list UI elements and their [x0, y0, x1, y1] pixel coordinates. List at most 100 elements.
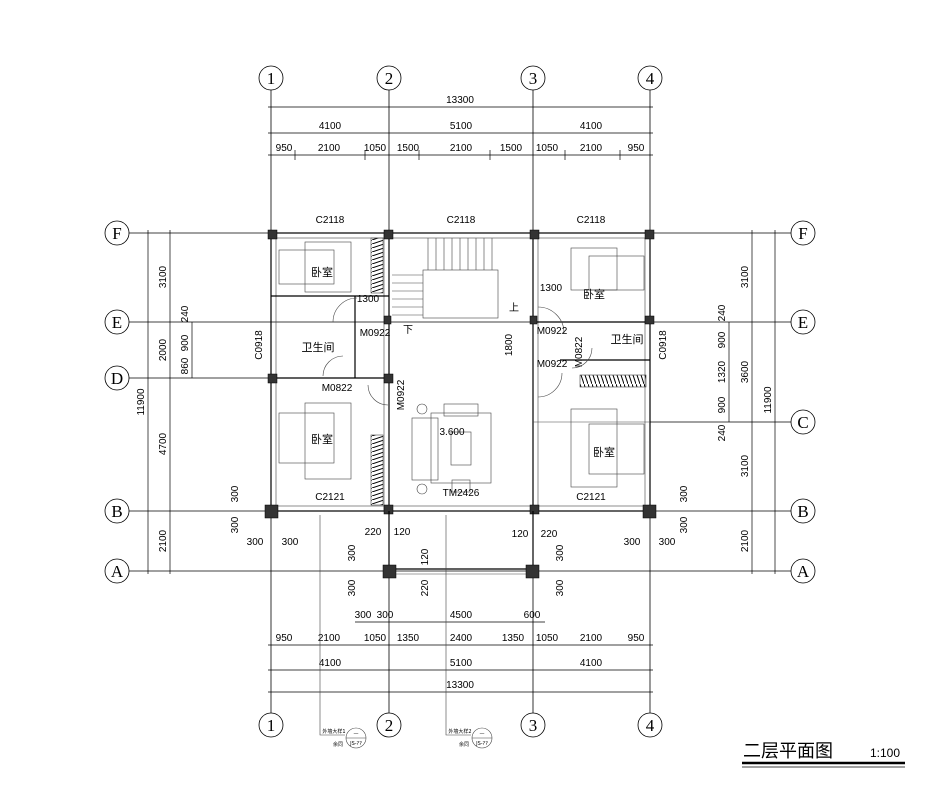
svg-text:220: 220: [420, 579, 431, 596]
svg-text:300: 300: [347, 579, 358, 596]
svg-text:外墙大样2: 外墙大样2: [448, 728, 471, 735]
walls: [264, 229, 657, 579]
axis-bubble-2-top: 2: [376, 65, 402, 91]
svg-text:220: 220: [365, 527, 382, 538]
svg-text:C0918: C0918: [254, 330, 265, 360]
svg-text:1320: 1320: [717, 360, 728, 383]
svg-text:1050: 1050: [536, 143, 559, 154]
svg-text:1800: 1800: [504, 333, 515, 356]
bed-bottom-left: [278, 402, 352, 480]
bed-bottom-right: [570, 408, 645, 488]
svg-text:240: 240: [717, 304, 728, 321]
svg-text:JS-??: JS-??: [475, 741, 488, 747]
svg-text:300: 300: [659, 537, 676, 548]
svg-text:1500: 1500: [397, 143, 420, 154]
svg-text:1050: 1050: [536, 633, 559, 644]
axis-bubble-B-left: B: [104, 498, 130, 524]
svg-text:3600: 3600: [740, 360, 751, 383]
svg-text:300: 300: [230, 516, 241, 533]
room-bedroom-3: 卧室: [583, 287, 605, 301]
svg-text:E: E: [112, 313, 122, 332]
svg-text:C0918: C0918: [658, 330, 669, 360]
svg-text:3100: 3100: [158, 265, 169, 288]
svg-text:13300: 13300: [446, 680, 474, 691]
svg-text:4100: 4100: [319, 121, 342, 132]
axis-bubble-1-top: 1: [258, 65, 284, 91]
svg-text:1:100: 1:100: [870, 746, 900, 760]
room-labels: 卧室 卧室 卧室 卧室 卫生间 卫生间: [302, 265, 644, 459]
svg-text:300: 300: [555, 579, 566, 596]
svg-text:M0822: M0822: [574, 336, 585, 367]
svg-text:2100: 2100: [580, 633, 603, 644]
svg-text:—: —: [480, 731, 485, 737]
svg-text:二层平面图: 二层平面图: [743, 741, 833, 762]
svg-text:M0922: M0922: [396, 379, 407, 410]
elevation-mark: 3.600: [439, 427, 464, 438]
svg-text:1350: 1350: [502, 633, 525, 644]
svg-text:120: 120: [394, 527, 411, 538]
svg-text:4: 4: [646, 716, 655, 735]
svg-text:2000: 2000: [158, 338, 169, 361]
svg-text:A: A: [797, 562, 810, 581]
svg-text:3100: 3100: [740, 265, 751, 288]
right-dimensions: 3100 3600 3100 2100 11900 240 900 1320 9…: [717, 230, 776, 574]
svg-text:下: 下: [403, 325, 413, 336]
axis-bubbles: 1 2 3 4 1 2 3 4 F E D B A F E C B A: [104, 65, 816, 738]
wardrobes: [370, 237, 647, 506]
svg-text:300: 300: [377, 610, 394, 621]
svg-text:950: 950: [628, 633, 645, 644]
svg-text:2: 2: [385, 69, 394, 88]
axis-bubble-B-right: B: [790, 498, 816, 524]
svg-text:300: 300: [679, 485, 690, 502]
svg-text:3100: 3100: [740, 454, 751, 477]
svg-text:220: 220: [541, 529, 558, 540]
doors: [322, 297, 593, 406]
svg-text:300: 300: [355, 610, 372, 621]
axis-bubble-3-bottom: 3: [520, 712, 546, 738]
axis-bubble-3-top: 3: [520, 65, 546, 91]
svg-text:2100: 2100: [158, 529, 169, 552]
room-bathroom-1: 卫生间: [302, 340, 335, 354]
svg-text:4: 4: [646, 69, 655, 88]
axis-bubble-E-right: E: [790, 309, 816, 335]
svg-text:1350: 1350: [397, 633, 420, 644]
svg-text:1050: 1050: [364, 143, 387, 154]
drawing-title: 二层平面图 1:100: [742, 741, 905, 768]
svg-text:TM2426: TM2426: [443, 488, 480, 499]
svg-text:5100: 5100: [450, 121, 473, 132]
svg-text:300: 300: [282, 537, 299, 548]
svg-text:C2118: C2118: [447, 215, 476, 226]
svg-text:2100: 2100: [318, 143, 341, 154]
svg-text:300: 300: [624, 537, 641, 548]
svg-text:F: F: [798, 224, 807, 243]
svg-text:950: 950: [276, 633, 293, 644]
svg-text:2100: 2100: [740, 529, 751, 552]
svg-text:E: E: [798, 313, 808, 332]
svg-text:5100: 5100: [450, 658, 473, 669]
axis-bubble-4-bottom: 4: [637, 712, 663, 738]
axis-bubble-F-left: F: [104, 220, 130, 246]
svg-text:900: 900: [180, 334, 191, 351]
svg-text:300: 300: [679, 516, 690, 533]
axis-bubble-1-bottom: 1: [258, 712, 284, 738]
svg-text:900: 900: [717, 331, 728, 348]
svg-text:300: 300: [555, 544, 566, 561]
svg-text:4700: 4700: [158, 432, 169, 455]
svg-text:11900: 11900: [763, 386, 774, 414]
svg-text:M0922: M0922: [537, 326, 568, 337]
svg-text:300: 300: [230, 485, 241, 502]
axis-bubble-E-left: E: [104, 309, 130, 335]
svg-text:D: D: [111, 369, 123, 388]
svg-text:950: 950: [276, 143, 293, 154]
svg-text:余同: 余同: [333, 741, 343, 748]
room-bedroom-2: 卧室: [311, 432, 333, 446]
svg-text:1050: 1050: [364, 633, 387, 644]
bottom-dimensions: 220 120 120 220 300 300 120 220 300 300 …: [230, 485, 690, 693]
svg-text:C2118: C2118: [316, 215, 345, 226]
staircase[interactable]: [392, 238, 499, 319]
svg-text:240: 240: [717, 424, 728, 441]
svg-text:3: 3: [529, 716, 538, 735]
sofa-set: [411, 403, 492, 495]
svg-text:2400: 2400: [450, 633, 473, 644]
bed-top-left: [278, 241, 352, 293]
